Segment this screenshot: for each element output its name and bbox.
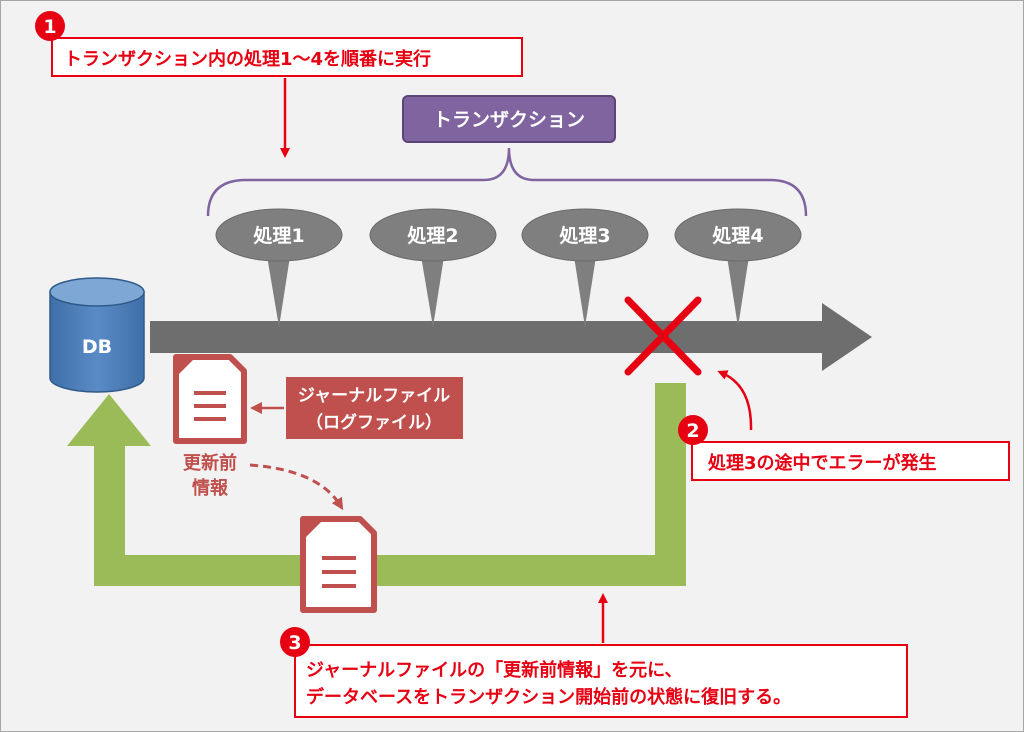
process-bubble-4: 処理4: [674, 208, 802, 327]
step3-box: [294, 644, 908, 718]
step1-callout: トランザクション内の処理1～4を順番に実行 1: [35, 11, 523, 158]
step2-box: [691, 441, 1010, 481]
journal-label-box: [286, 377, 463, 439]
step2-badge-number: 2: [686, 420, 699, 442]
before-info-line1: 更新前: [183, 452, 237, 474]
before-info-dashed-arrow: [249, 463, 344, 511]
journal-file-label: ジャーナルファイル （ログファイル）: [250, 377, 463, 439]
database-label: DB: [82, 336, 112, 358]
step3-text-line2: データベースをトランザクション開始前の状態に復旧する。: [306, 686, 791, 708]
process-label-3: 処理3: [559, 224, 610, 247]
process-bubble-1: 処理1: [215, 208, 343, 327]
step3-callout: ジャーナルファイルの「更新前情報」を元に、 データベースをトランザクション開始前…: [280, 593, 908, 718]
step2-text: 処理3の途中でエラーが発生: [708, 452, 937, 474]
step1-badge: [35, 11, 65, 41]
transaction-brace: [206, 147, 808, 217]
step3-badge-number: 3: [288, 632, 301, 654]
step1-text: トランザクション内の処理1～4を順番に実行: [64, 48, 431, 70]
step2-curved-arrow: [717, 370, 753, 431]
process-label-1: 処理1: [253, 224, 304, 247]
journal-label-line2: （ログファイル）: [306, 412, 442, 433]
step2-callout: 処理3の途中でエラーが発生 2: [678, 370, 1010, 481]
step3-badge: [280, 627, 310, 657]
step1-badge-number: 1: [43, 16, 56, 38]
transaction-label-box: [402, 95, 616, 143]
error-x-icon: [624, 296, 702, 376]
rollback-path-arrow: [67, 383, 686, 586]
step3-text-line1: ジャーナルファイルの「更新前情報」を元に、: [306, 659, 683, 681]
process-label-2: 処理2: [407, 224, 458, 247]
before-info-document-icon: [300, 516, 377, 613]
before-info-line2: 情報: [192, 477, 229, 499]
process-label-4: 処理4: [712, 224, 763, 247]
process-bubble-2: 処理2: [369, 208, 497, 327]
database-icon: DB: [49, 277, 145, 393]
transaction-label: トランザクション: [433, 109, 585, 131]
step1-box: [51, 37, 523, 77]
timeline-arrow: [150, 303, 872, 371]
journal-document-icon: [173, 354, 247, 444]
step2-badge: [678, 415, 708, 445]
transaction-group: トランザクション: [206, 95, 808, 217]
process-bubble-3: 処理3: [521, 208, 649, 327]
journal-label-line1: ジャーナルファイル: [298, 386, 450, 406]
